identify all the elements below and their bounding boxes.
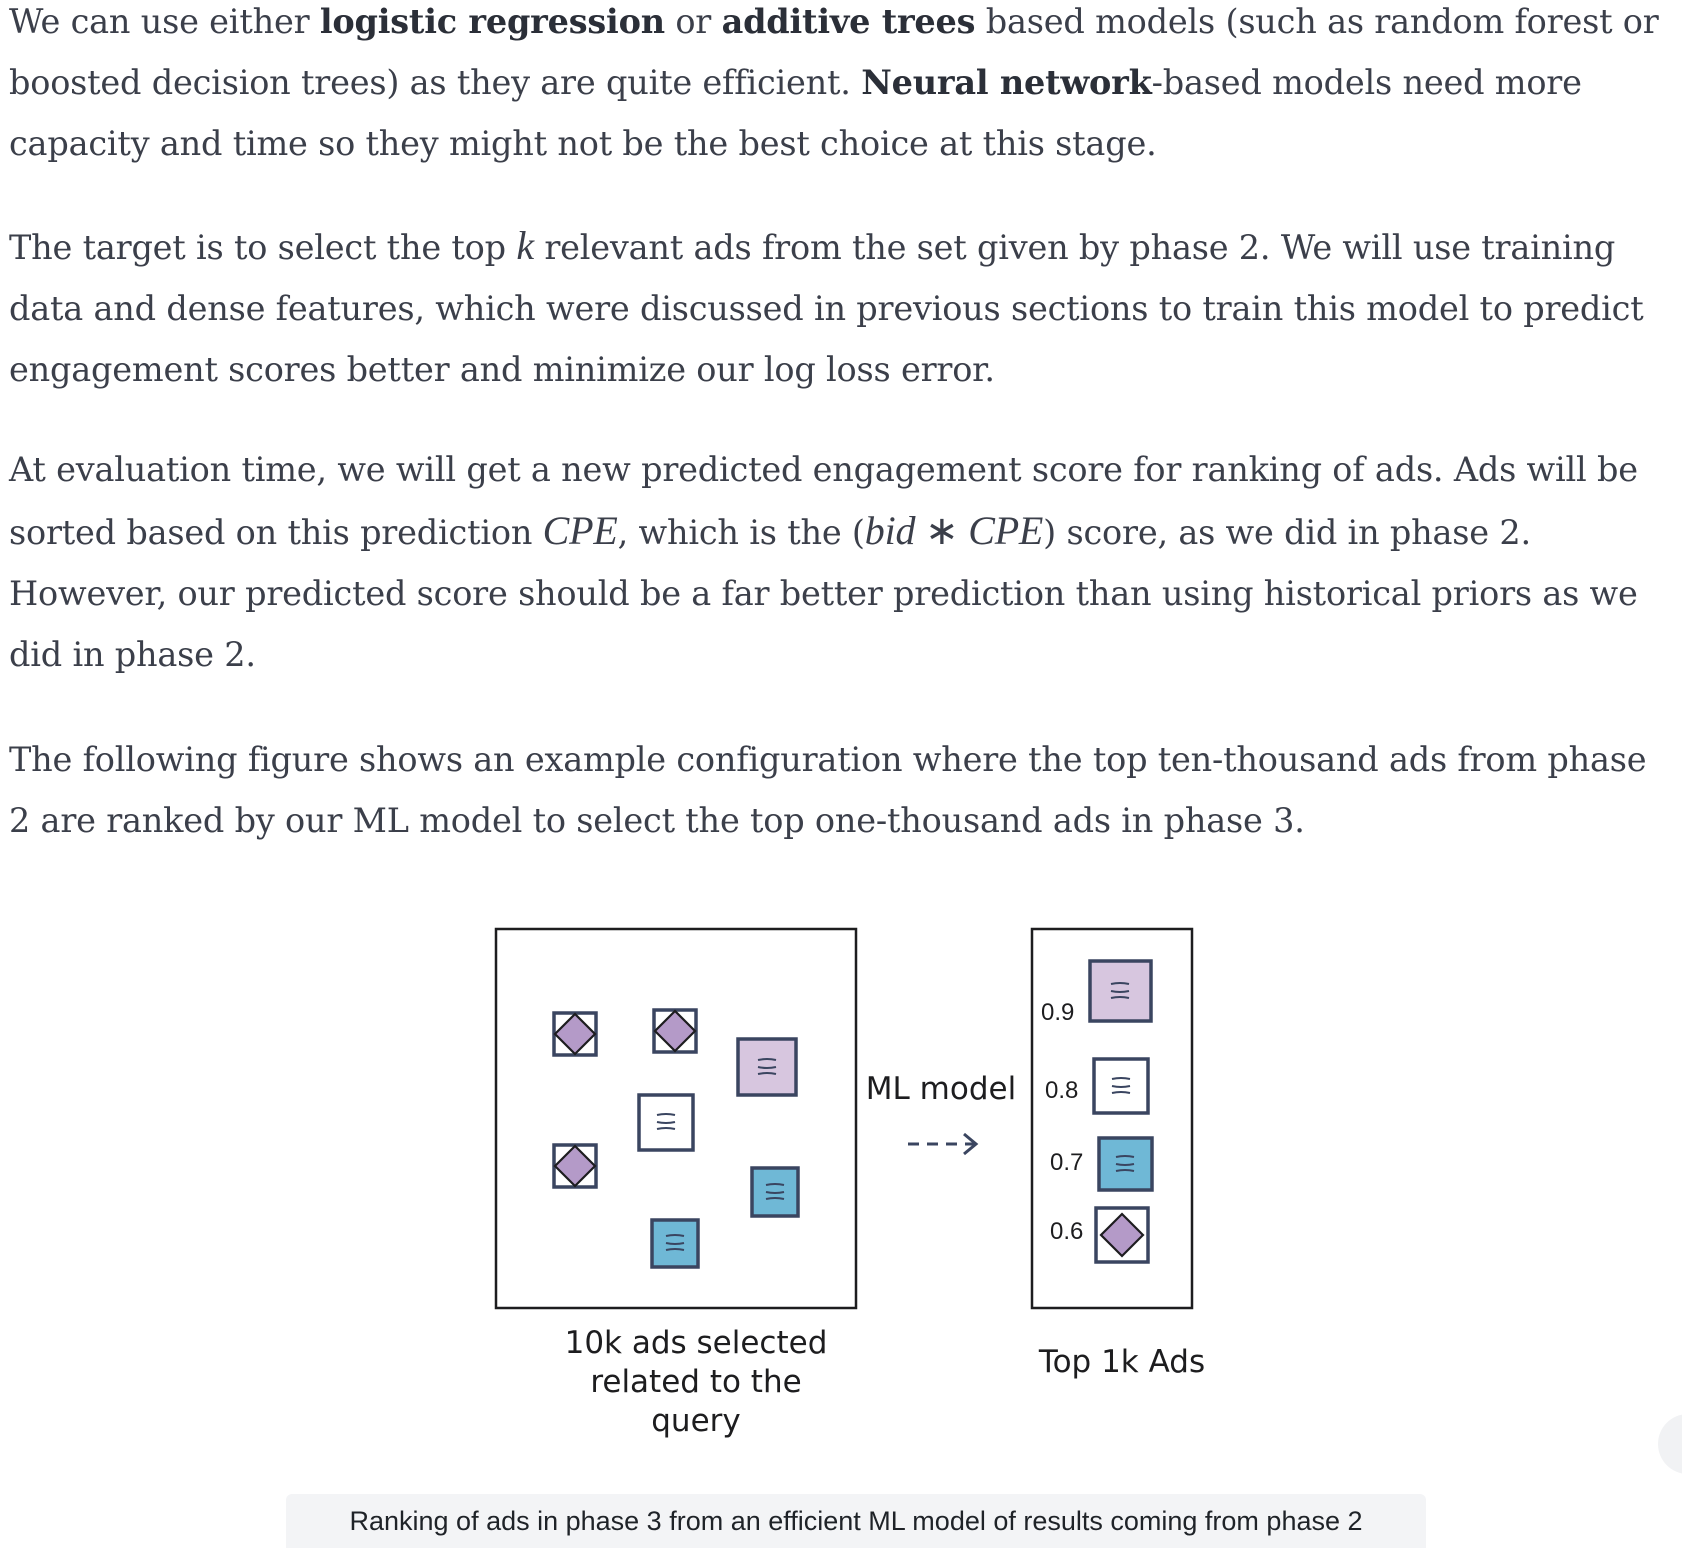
figure-caption-box: Ranking of ads in phase 3 from an effici…: [286, 1494, 1426, 1548]
text-run: -based models need more: [1151, 63, 1582, 102]
ad-icon-diamond: [552, 1011, 598, 1057]
text-run: data and dense features, which were disc…: [9, 289, 1644, 328]
ad-icon-diamond: [652, 1008, 698, 1054]
text-run: based models (such as random forest or: [975, 2, 1659, 41]
ad-icon-white-document: [1092, 1057, 1150, 1115]
top-ads-box: [1030, 927, 1194, 1310]
ad-icon-purple-document: [736, 1037, 798, 1097]
paragraph-evaluation: At evaluation time, we will get a new pr…: [9, 439, 1681, 685]
text-run: 2 are ranked by our ML model to select t…: [9, 801, 1305, 840]
score-label: 0.9: [1041, 999, 1074, 1026]
text-run: However, our predicted score should be a…: [9, 574, 1638, 613]
text-run: We can use either: [9, 2, 320, 41]
text-run: The following figure shows an example co…: [9, 740, 1647, 779]
bold-logistic-regression: logistic regression: [319, 2, 665, 41]
text-run: ) score, as we did in phase 2.: [1043, 513, 1531, 552]
score-label: 0.7: [1050, 1149, 1083, 1176]
text-run: did in phase 2.: [9, 635, 256, 674]
text-run: relevant ads from the set given by phase…: [533, 228, 1616, 267]
score-label: 0.8: [1045, 1077, 1078, 1104]
ad-icon-purple-document: [1088, 959, 1153, 1023]
label-line: related to the: [590, 1364, 801, 1400]
label-line: query: [651, 1403, 741, 1439]
bold-additive-trees: additive trees: [721, 2, 976, 41]
dashed-arrow-icon: [908, 1132, 979, 1156]
top-ads-label: Top 1k Ads: [1038, 1344, 1205, 1380]
text-run: The target is to select the top: [9, 228, 517, 267]
candidate-ads-label: 10k ads selected related to the query: [565, 1325, 828, 1439]
text-run: , which is the (: [617, 513, 865, 552]
candidate-ads-box: [494, 927, 858, 1310]
ad-icon-blue-document: [650, 1218, 700, 1269]
text-run: sorted based on this prediction: [9, 513, 543, 552]
paragraph-model-choice: We can use either logistic regression or…: [9, 0, 1681, 174]
text-run: capacity and time so they might not be t…: [9, 124, 1157, 163]
math-times: ∗: [915, 508, 969, 553]
bold-neural-network: Neural network: [861, 63, 1152, 102]
paragraph-target: The target is to select the top k releva…: [9, 215, 1681, 400]
figure-caption: Ranking of ads in phase 3 from an effici…: [349, 1506, 1363, 1536]
text-run: At evaluation time, we will get a new pr…: [9, 450, 1638, 489]
text-run: boosted decision trees) as they are quit…: [9, 63, 862, 102]
ad-icon-diamond: [1094, 1206, 1150, 1264]
score-label: 0.6: [1050, 1218, 1083, 1245]
text-run: or: [664, 2, 722, 41]
math-k: k: [516, 223, 534, 268]
ad-icon-blue-document: [750, 1166, 800, 1218]
label-line: 10k ads selected: [565, 1325, 828, 1361]
math-cpe: CPE: [542, 508, 618, 553]
ad-icon-diamond: [552, 1143, 598, 1189]
side-panel-handle[interactable]: [1658, 1414, 1682, 1474]
text-run: engagement scores better and minimize ou…: [9, 350, 995, 389]
ad-icon-blue-document: [1097, 1136, 1154, 1192]
math-bid: bid: [864, 508, 916, 553]
math-cpe: CPE: [968, 508, 1044, 553]
paragraph-figure-intro: The following figure shows an example co…: [9, 729, 1681, 851]
ml-model-label: ML model: [866, 1071, 1016, 1107]
ad-icon-white-document: [637, 1093, 695, 1152]
